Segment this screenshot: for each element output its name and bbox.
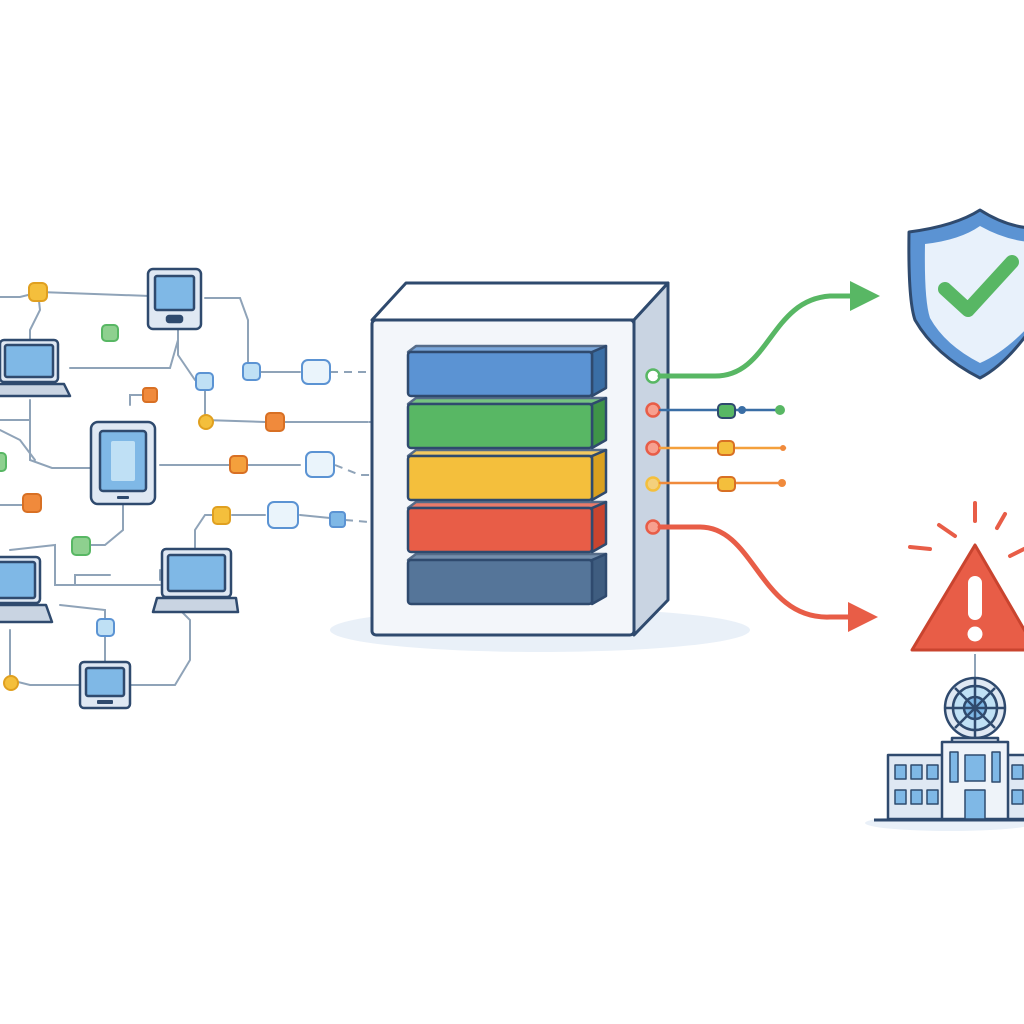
server-layer-blue [406, 344, 608, 398]
server-layers [406, 344, 608, 606]
node [71, 536, 91, 556]
laptop-icon [0, 555, 54, 624]
network-devices [0, 267, 240, 710]
node [22, 493, 42, 513]
alert-flow-arrow [657, 524, 878, 632]
node [212, 506, 231, 525]
node [265, 412, 285, 432]
node [198, 414, 214, 430]
node [329, 511, 346, 528]
shield-check-icon [907, 208, 1024, 380]
monitor-icon [146, 267, 203, 331]
alert-rays [908, 501, 1024, 558]
monitor-icon [78, 660, 132, 710]
node [101, 324, 119, 342]
server-layer-yellow [406, 448, 608, 502]
server-port [645, 402, 661, 418]
node [96, 618, 115, 637]
server-layer-navy [406, 552, 608, 606]
filtered-flow-nodes [717, 403, 786, 492]
node [142, 387, 158, 403]
tablet-icon [89, 420, 157, 506]
node [3, 675, 19, 691]
node [305, 451, 335, 478]
node [229, 455, 248, 474]
server-port [645, 476, 661, 492]
server-port [645, 440, 661, 456]
globe-icon [943, 676, 1007, 740]
node [301, 359, 331, 385]
server-layer-red [406, 500, 608, 554]
warning-triangle-icon [908, 501, 1024, 683]
server-layer-green [406, 396, 608, 450]
node [267, 501, 299, 529]
node [28, 282, 48, 302]
government-building-icon [865, 676, 1024, 831]
node [195, 372, 214, 391]
node [0, 452, 7, 472]
laptop-icon [151, 547, 240, 614]
node [242, 362, 261, 381]
check-mark-icon [938, 255, 1019, 317]
laptop-icon [0, 338, 72, 398]
output-flows [657, 281, 880, 632]
network-nodes [0, 282, 346, 691]
approved-flow-arrow [657, 281, 880, 379]
